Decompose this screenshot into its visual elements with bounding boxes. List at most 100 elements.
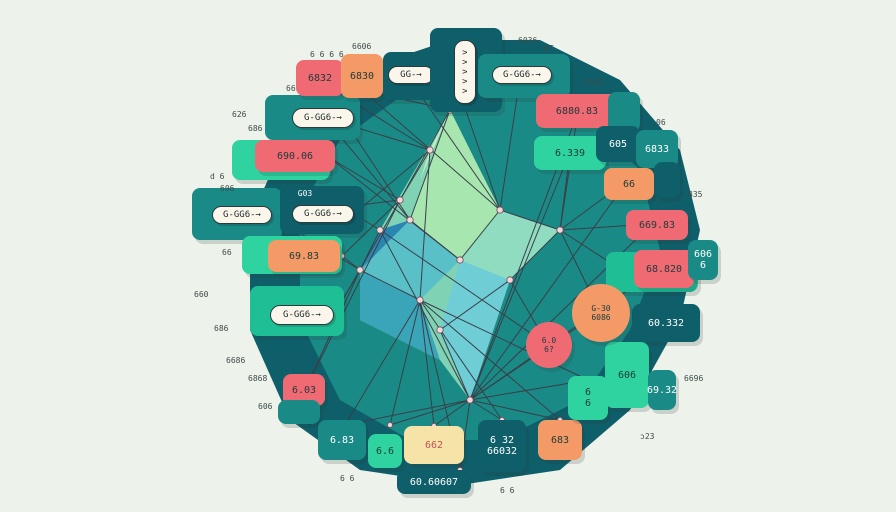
card-teal-bottom-left (278, 400, 320, 424)
graph-edge (344, 299, 421, 426)
graph-edge (359, 229, 381, 271)
label-top-3: 6T (544, 44, 554, 53)
label-left-11: 606 (258, 402, 273, 411)
graph-node (396, 196, 404, 204)
card-teal-right-5b (654, 162, 680, 198)
graph-edge (439, 329, 471, 401)
card-orange-top-2: 6830 (341, 54, 383, 98)
graph-edge (433, 399, 471, 427)
graph-edge (464, 107, 501, 211)
label-left-2: 626 (232, 110, 247, 119)
graph-node (356, 266, 364, 274)
label-left-6: 66 (222, 248, 232, 257)
pill-top-vertical[interactable]: ʌ ʌ ʌ ʌ ʌ (454, 40, 476, 104)
pill-left-3[interactable]: G-GG6-→ (292, 205, 354, 223)
card-coral-right-1: 6880.83 (536, 94, 618, 128)
graph-edge (419, 149, 431, 301)
label-left-3: 686 (248, 124, 263, 133)
graph-edge (469, 399, 561, 421)
graph-edge (469, 399, 503, 421)
graph-edge (333, 199, 401, 316)
graph-node (406, 216, 414, 224)
graph-edge (469, 179, 629, 401)
pill-left-4[interactable]: G-GG6-→ (270, 305, 334, 325)
graph-edge (419, 299, 503, 421)
graph-edge (341, 255, 361, 271)
label-bottom-1: 6 6 (340, 474, 355, 483)
pill-top-2[interactable]: G-GG6-→ (492, 66, 552, 84)
label-left-1: 66 (286, 84, 296, 93)
card-green-right-2: 6.339 (534, 136, 606, 170)
graph-edge (389, 299, 421, 426)
graph-node (456, 256, 464, 264)
graph-edge (359, 269, 421, 301)
label-top-left: 6 6 6 6 (310, 50, 344, 59)
card-orange-left: 69.83 (268, 240, 340, 272)
graph-node (386, 421, 393, 428)
card-darkteal-bottom-4: 6 32 66032 (478, 420, 526, 472)
graph-edge (419, 299, 435, 427)
card-green-right-10: 606 (605, 342, 649, 408)
graph-node (506, 276, 514, 284)
graph-edge (341, 199, 401, 257)
label-left-10: 6868 (248, 374, 268, 383)
pill-top-1[interactable]: GG-→ (388, 66, 434, 84)
card-teal-right-11: 69.32 (647, 370, 677, 410)
pill-left-2[interactable]: G-GG6-→ (212, 206, 272, 224)
graph-node (496, 206, 504, 214)
card-cream-bottom: 662 (404, 426, 464, 464)
graph-edge (439, 279, 511, 331)
label-left-5: 606 (220, 184, 235, 193)
graph-node (436, 326, 444, 334)
graph-edge (419, 299, 561, 421)
label-right-3: 6696 (684, 374, 704, 383)
card-coral-right-7b: 68.820 (634, 250, 694, 288)
graph-node (376, 226, 384, 234)
label-left-7: 660 (194, 290, 209, 299)
graph-node (466, 396, 474, 404)
label-right-4: ɔ23 (640, 432, 655, 441)
graph-node (416, 296, 424, 304)
graph-node (426, 146, 434, 154)
graph-edge (409, 109, 451, 221)
graph-edge (344, 399, 471, 426)
label-left-4: d 6 (210, 172, 225, 181)
label-right-1: 06 (656, 118, 666, 127)
graph-node (556, 226, 564, 234)
card-green-bottom-2: 6.6 (368, 434, 402, 468)
graph-edge (399, 109, 451, 201)
card-coral-right-6: 669.83 (626, 210, 688, 240)
graph-edge (379, 229, 471, 401)
graph-edges (271, 77, 653, 471)
graph-edge (499, 77, 521, 211)
label-left-9: 6686 (226, 356, 246, 365)
graph-edge (469, 151, 571, 401)
graph-edge (304, 199, 401, 391)
card-teal-right-7c: 606 6 (688, 240, 718, 280)
card-teal-right-3: 605 (596, 126, 640, 162)
card-green-right-4: 6833 (636, 130, 678, 168)
card-teal-right-8: 60.332 (632, 304, 700, 342)
graph-edge (459, 209, 501, 261)
graph-edge (389, 399, 471, 426)
card-coral-left: 690.06 (255, 140, 335, 172)
card-teal-bottom-1: 6.83 (318, 420, 366, 460)
pill-left-1[interactable]: G-GG6-→ (292, 108, 354, 128)
label-top-2: 6036 (518, 36, 538, 45)
card-orange-bottom-5: 683 (538, 420, 582, 460)
graph-edge (409, 79, 501, 211)
card-orange-right-5: 66 (604, 168, 654, 200)
graph-edge (379, 229, 549, 346)
graph-edge (329, 157, 401, 201)
label-top-1: 6606 (352, 42, 372, 51)
card-coral-top-1: 6832 (296, 60, 344, 96)
card-teal-right-1b (608, 92, 640, 132)
label-right-2: 835 (688, 190, 703, 199)
graph-edge (559, 111, 579, 231)
graph-edge (409, 219, 461, 261)
graph-edge (353, 149, 431, 215)
graph-edge (509, 229, 561, 281)
circle-coral: 6.0 6? (526, 322, 572, 368)
label-top-right: 6585 (584, 78, 604, 87)
